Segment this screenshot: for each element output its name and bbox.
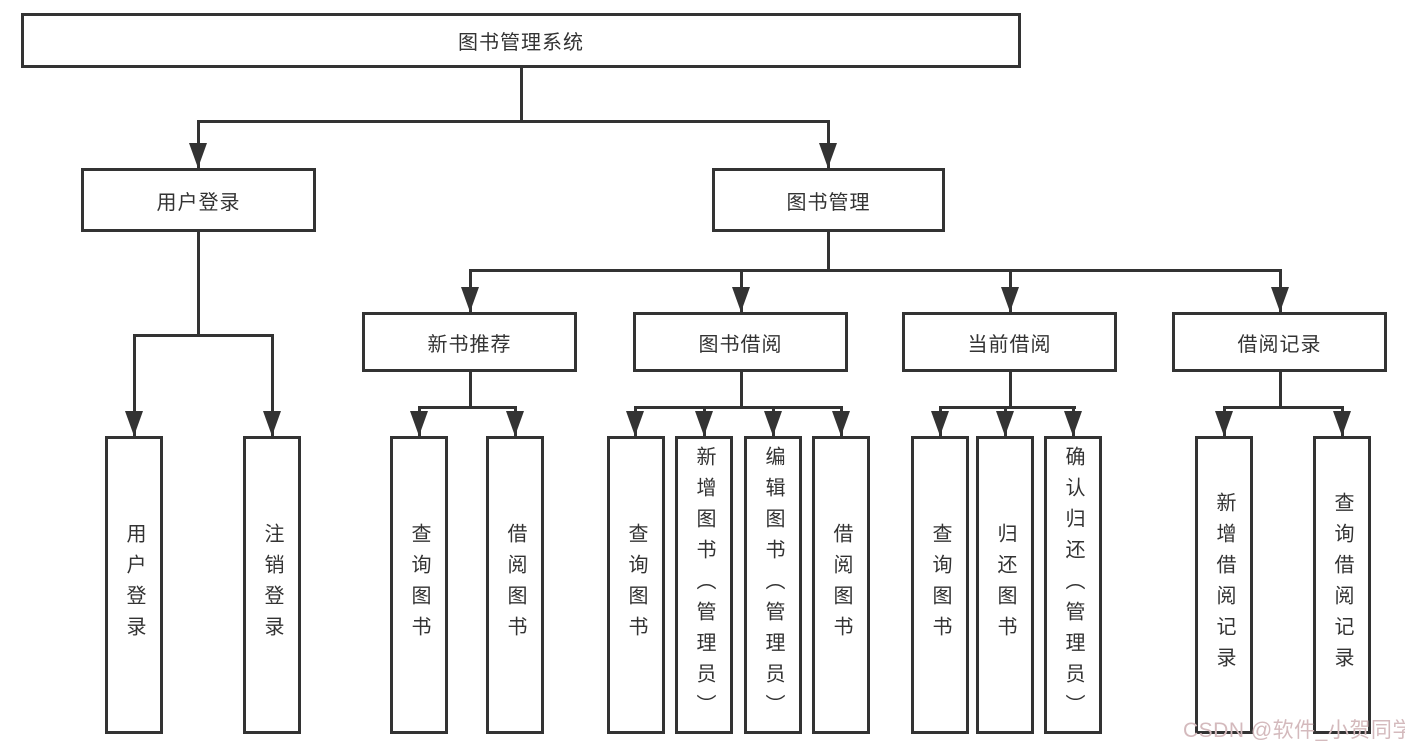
arrow-down-icon	[189, 143, 207, 168]
leaf-user-login: 用户登录	[105, 436, 163, 734]
node-label: 借阅记录	[1237, 333, 1322, 356]
connector-vline	[740, 372, 743, 409]
arrow-down-icon	[819, 143, 837, 168]
leaf-search-books-recommend: 查询图书	[390, 436, 448, 734]
node-label: 借阅图书	[504, 523, 526, 647]
node-book-management: 图书管理	[712, 168, 945, 232]
node-user-login: 用户登录	[81, 168, 316, 232]
arrow-down-icon	[996, 411, 1014, 436]
arrow-down-icon	[732, 287, 750, 312]
arrow-down-icon	[931, 411, 949, 436]
leaf-logout: 注销登录	[243, 436, 301, 734]
arrow-down-icon	[506, 411, 524, 436]
connector-vline	[1279, 372, 1282, 409]
node-new-book-recommend: 新书推荐	[362, 312, 577, 372]
connector-vline	[520, 68, 523, 122]
leaf-search-borrow-record: 查询借阅记录	[1313, 436, 1371, 734]
arrow-down-icon	[263, 411, 281, 436]
leaf-return-books: 归还图书	[976, 436, 1034, 734]
node-label: 查询图书	[929, 523, 951, 647]
node-label: 查询借阅记录	[1331, 492, 1353, 678]
node-label: 图书管理	[786, 191, 871, 214]
watermark: CSDN @软件_小贺同学	[1183, 719, 1405, 742]
node-book-borrowing: 图书借阅	[633, 312, 848, 372]
node-label: 归还图书	[994, 523, 1016, 647]
node-label: 新书推荐	[427, 333, 512, 356]
connector-hline	[469, 269, 1282, 272]
node-label: 借阅图书	[830, 523, 852, 647]
node-label: 编辑图书（管理员）	[762, 445, 784, 725]
arrow-down-icon	[1333, 411, 1351, 436]
arrow-down-icon	[764, 411, 782, 436]
connector-hline	[197, 120, 830, 123]
connector-vline	[271, 334, 274, 436]
arrow-down-icon	[461, 287, 479, 312]
leaf-borrow-books-recommend: 借阅图书	[486, 436, 544, 734]
connector-vline	[1009, 372, 1012, 409]
node-label: 新增借阅记录	[1213, 492, 1235, 678]
node-label: 图书管理系统	[458, 32, 584, 54]
arrow-down-icon	[1215, 411, 1233, 436]
leaf-add-borrow-record: 新增借阅记录	[1195, 436, 1253, 734]
node-label: 确认归还（管理员）	[1062, 445, 1084, 725]
arrow-down-icon	[410, 411, 428, 436]
connector-hline	[133, 334, 274, 337]
leaf-edit-books-admin: 编辑图书（管理员）	[744, 436, 802, 734]
node-current-borrowing: 当前借阅	[902, 312, 1117, 372]
arrow-down-icon	[125, 411, 143, 436]
leaf-add-books-admin: 新增图书（管理员）	[675, 436, 733, 734]
leaf-search-books-borrowing: 查询图书	[607, 436, 665, 734]
leaf-borrow-books-borrowing: 借阅图书	[812, 436, 870, 734]
connector-hline	[1223, 406, 1344, 409]
leaf-confirm-return-admin: 确认归还（管理员）	[1044, 436, 1102, 734]
connector-hline	[634, 406, 843, 409]
node-label: 注销登录	[261, 523, 283, 647]
node-label: 图书借阅	[698, 333, 783, 356]
node-library-system: 图书管理系统	[21, 13, 1021, 68]
arrow-down-icon	[1064, 411, 1082, 436]
arrow-down-icon	[832, 411, 850, 436]
node-label: 查询图书	[625, 523, 647, 647]
node-label: 用户登录	[156, 191, 241, 214]
node-borrow-records: 借阅记录	[1172, 312, 1387, 372]
node-label: 查询图书	[408, 523, 430, 647]
node-label: 当前借阅	[967, 333, 1052, 356]
connector-vline	[197, 232, 200, 336]
connector-hline	[418, 406, 517, 409]
connector-vline	[133, 334, 136, 436]
connector-hline	[939, 406, 1076, 409]
leaf-search-books-current: 查询图书	[911, 436, 969, 734]
arrow-down-icon	[695, 411, 713, 436]
arrow-down-icon	[1271, 287, 1289, 312]
node-label: 用户登录	[123, 523, 145, 647]
node-label: 新增图书（管理员）	[693, 445, 715, 725]
connector-vline	[469, 372, 472, 409]
arrow-down-icon	[1001, 287, 1019, 312]
connector-vline	[827, 232, 830, 272]
arrow-down-icon	[626, 411, 644, 436]
